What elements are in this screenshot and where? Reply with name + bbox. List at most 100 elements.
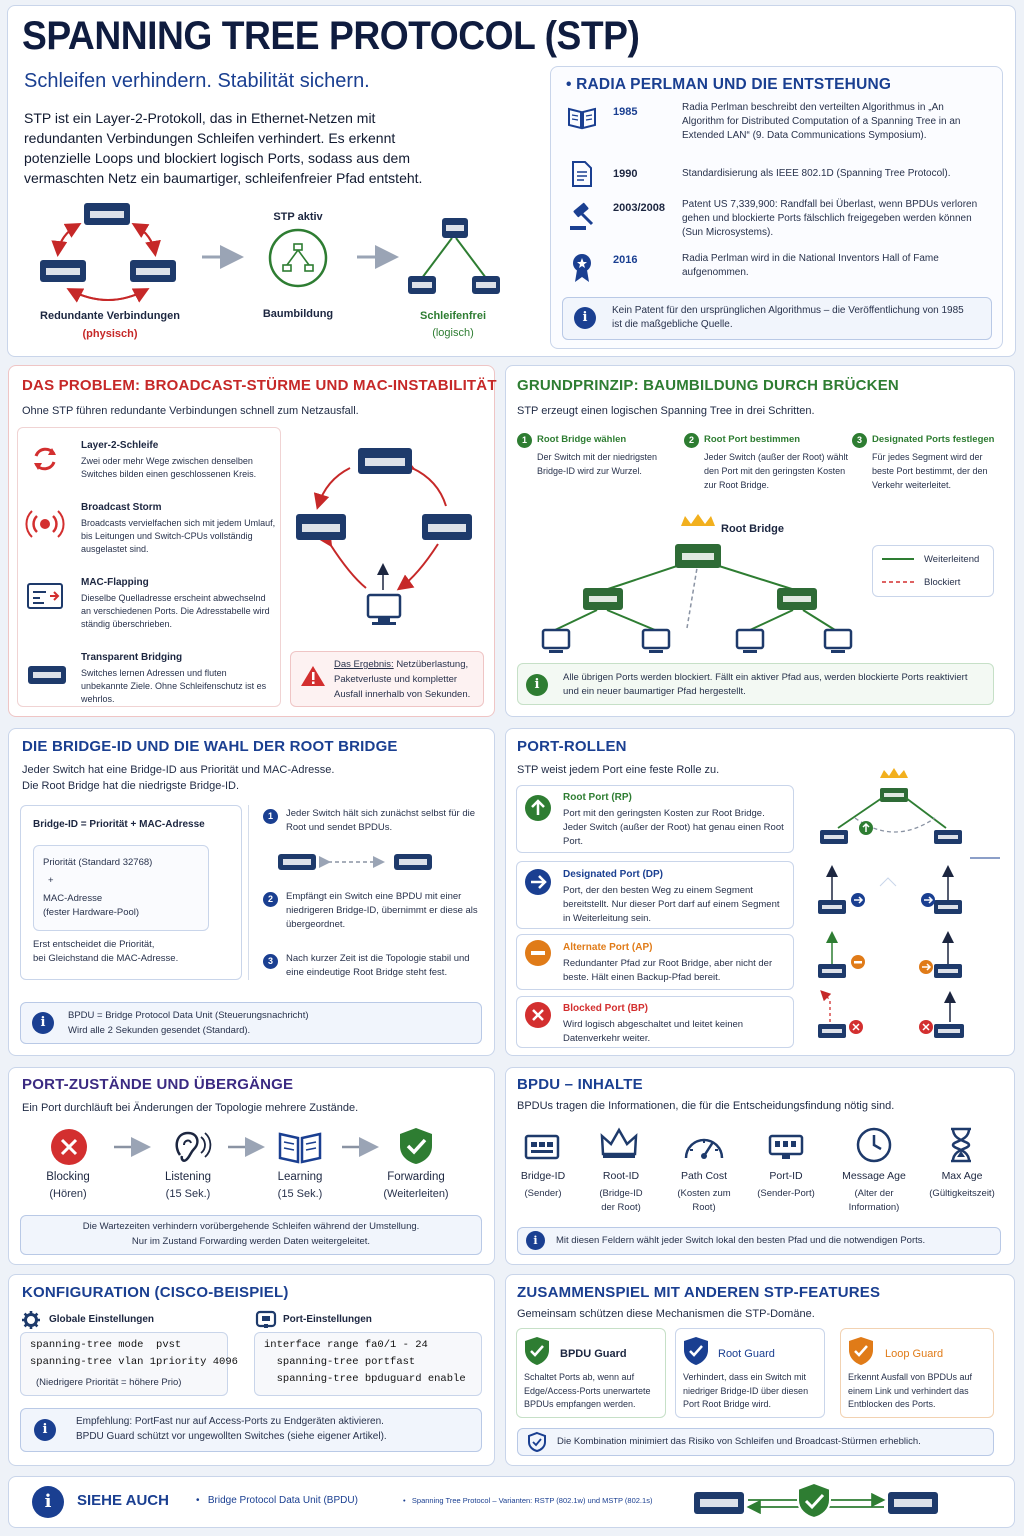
principle-step-3-title: Designated Ports festlegen [872, 434, 995, 445]
role-blocked-port [516, 996, 794, 1048]
arrow-icon [202, 245, 244, 269]
principle-title: GRUNDPRINZIP: BAUMBILDUNG DURCH BRÜCKEN [517, 377, 899, 394]
role-designated-title: Designated Port (DP) [563, 869, 664, 880]
history-title: • RADIA PERLMAN UND DIE ENTSTEHUNG [566, 76, 892, 93]
seealso-link-2[interactable]: • Spanning Tree Protocol – Varianten: RS… [403, 1496, 653, 1505]
bridgeid-note-1: BPDU = Bridge Protocol Data Unit (Steuer… [68, 1010, 309, 1021]
bridgeid-step-2: Empfängt ein Switch eine BPDU mit einer … [286, 891, 478, 930]
seealso-link-1[interactable]: • Bridge Protocol Data Unit (BPDU) [196, 1495, 358, 1506]
principle-step-1-title: Root Bridge wählen [537, 434, 627, 445]
config-global-line-2: spanning-tree vlan 1priority 4096 [30, 1356, 238, 1368]
state-3-name: Learning [277, 1171, 323, 1183]
role-root-text: Port mit den geringsten Kosten zur Root … [563, 808, 784, 847]
role-root-title: Root Port (RP) [563, 792, 632, 803]
seealso-title: SIEHE AUCH [77, 1492, 169, 1509]
history-year-1: 1985 [613, 106, 638, 118]
shield-check-icon [525, 1337, 549, 1365]
bpdu-title: BPDU – INHALTE [517, 1076, 643, 1093]
info-icon: i [574, 307, 596, 329]
page-subtitle: Schleifen verhindern. Stabilität sichern… [24, 70, 370, 92]
book-icon [278, 1132, 322, 1164]
clock-icon [856, 1127, 892, 1163]
state-1-name: Blocking [46, 1171, 90, 1183]
info-icon: i [526, 674, 548, 696]
principle-step-1-text: Der Switch mit der niedrigsten Bridge-ID… [537, 452, 658, 476]
seealso-link-1-text[interactable]: Bridge Protocol Data Unit (BPDU) [207, 1495, 358, 1506]
states-sub: Ein Port durchläuft bei Änderungen der T… [22, 1102, 359, 1114]
gauge-icon [684, 1138, 724, 1159]
problem-result-label: Das Ergebnis: [334, 659, 394, 670]
arrow-icon [357, 245, 399, 269]
legend-forwarding-line [882, 558, 914, 560]
feature-bpdu-guard-name: BPDU Guard [560, 1348, 627, 1360]
feature-loop-guard-name: Loop Guard [885, 1348, 944, 1360]
states-note [20, 1215, 482, 1255]
bridgeid-decide2: bei Gleichstand die MAC-Adresse. [33, 953, 179, 964]
arrow-right-icon [525, 869, 551, 895]
page-title: SPANNING TREE PROTOCOL (STP) [22, 14, 640, 58]
roles-sub: STP weist jedem Port eine feste Rolle zu… [517, 764, 720, 776]
config-note-2: BPDU Guard schützt vor ungewollten Switc… [76, 1431, 387, 1442]
problem-item-1-text: Zwei oder mehr Wege zwischen denselben S… [81, 456, 257, 479]
hourglass-icon [951, 1127, 971, 1163]
loop-icon [34, 447, 56, 471]
config-note-1: Empfehlung: PortFast nur auf Access-Port… [76, 1416, 384, 1427]
feature-root-guard-text: Verhindert, dass ein Switch mit niedrige… [683, 1372, 809, 1409]
bridgeid-parts-box [33, 845, 209, 931]
tree-icon [268, 228, 328, 288]
arrow-icon [228, 1137, 265, 1157]
bridgeid-title: DIE BRIDGE-ID UND DIE WAHL DER ROOT BRID… [22, 738, 398, 755]
problem-item-3-title: MAC-Flapping [81, 577, 149, 588]
bpdu-field-3-name: Path Cost [680, 1170, 728, 1182]
bridgeid-decide1: Erst entscheidet die Priorität, [33, 939, 155, 950]
warning-icon [301, 666, 325, 686]
history-note [562, 297, 992, 340]
minus-icon [525, 940, 551, 966]
step-number: 2 [263, 892, 278, 907]
bpdu-field-3-d1: (Kosten zum [677, 1188, 731, 1199]
shield-icon [528, 1431, 546, 1453]
broadcast-loop-diagram [296, 448, 472, 625]
switch-icon [130, 260, 176, 282]
bridgeid-sub2: Die Root Bridge hat die niedrigste Bridg… [22, 780, 240, 792]
config-global-line-1: spanning-tree mode pvst [30, 1339, 182, 1351]
arrow-icon [342, 1137, 379, 1157]
redundant-diagram [40, 203, 176, 303]
label-logical: (logisch) [432, 327, 474, 339]
root-bridge-label: Root Bridge [721, 523, 784, 535]
states-title: PORT-ZUSTÄNDE UND ÜBERGÄNGE [22, 1076, 294, 1093]
config-title: KONFIGURATION (CISCO-BEISPIEL) [22, 1284, 289, 1301]
arrow-up-icon [525, 795, 551, 821]
seealso-link-2-text[interactable]: Spanning Tree Protocol – Varianten: RSTP… [411, 1496, 653, 1505]
config-global-code-box [20, 1332, 228, 1396]
principle-step-2-text: Jeder Switch (außer der Root) wählt den … [704, 452, 849, 490]
label-redundant: Redundante Verbindungen [40, 310, 180, 322]
bpdu-note-text: Mit diesen Feldern wählt jeder Switch lo… [556, 1235, 926, 1246]
problem-result-box [290, 651, 484, 707]
state-1-detail: (Hören) [49, 1188, 87, 1200]
step-number: 2 [684, 433, 699, 448]
bridge-id-icon [524, 1134, 560, 1160]
bridgeid-note-2: Wird alle 2 Sekunden gesendet (Standard)… [68, 1025, 251, 1036]
label-tree: Baumbildung [262, 308, 334, 320]
state-4-name: Forwarding [387, 1171, 445, 1183]
history-year-3: 2003/2008 [613, 202, 665, 214]
role-blocked-text: Wird logisch abgeschaltet und leitet kei… [563, 1019, 744, 1044]
principle-legend [872, 545, 994, 597]
problem-item-4-title: Transparent Bridging [81, 652, 183, 663]
bpdu-field-2-name: Root-ID [602, 1170, 640, 1182]
bpdu-field-2-d1: (Bridge-ID [599, 1188, 643, 1199]
book-icon [568, 107, 596, 130]
bpdu-field-1-d1: (Sender) [524, 1188, 562, 1199]
history-note-text: Kein Patent für den ursprünglichen Algor… [612, 305, 964, 330]
gavel-icon [570, 202, 594, 230]
feature-bpdu-guard-text: Schaltet Ports ab, wenn auf Edge/Access-… [524, 1372, 651, 1409]
info-icon: i [32, 1012, 54, 1034]
principle-card [505, 365, 1015, 717]
role-alternate-text: Redundanter Pfad zur Root Bridge, aber n… [563, 958, 773, 983]
gear-icon [22, 1311, 40, 1329]
bpdu-field-4-d1: (Sender-Port) [757, 1188, 815, 1199]
legend-forwarding: Weiterleitend [924, 554, 980, 565]
features-sub: Gemeinsam schützen diese Mechanismen die… [517, 1308, 815, 1320]
problem-item-2-title: Broadcast Storm [81, 502, 162, 513]
